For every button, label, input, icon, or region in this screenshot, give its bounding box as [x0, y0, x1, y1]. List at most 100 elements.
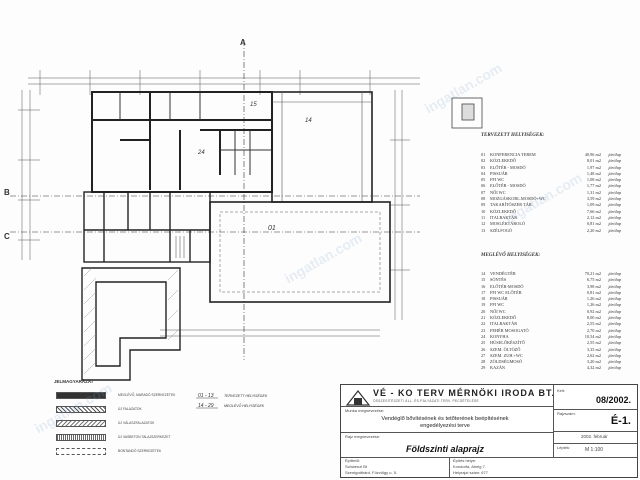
room-number: 23: [481, 327, 486, 333]
room-number: 05: [481, 177, 486, 183]
room-floor: járólap: [608, 352, 621, 358]
legend-label: ÚJ FALAZATOK: [118, 407, 142, 411]
room-area: 40,96 m2: [584, 152, 601, 157]
room-area: 1,09 m2: [586, 202, 601, 208]
room-number: 24: [481, 333, 486, 339]
room-name: FEHÉR MOSOGATÓ: [490, 327, 529, 333]
legend-title: JELMAGYARÁZAT: [54, 379, 94, 384]
room-name: SZEM. ÖLTÖZŐ: [490, 346, 521, 352]
room-area: 1,77 m2: [586, 183, 601, 189]
room-area: 2,12 m2: [586, 214, 601, 220]
legend-label: MEGLÉVŐ, MARADÓ SZERKEZETEK: [118, 393, 176, 397]
room-floor: járólap: [608, 296, 621, 302]
room-name: KONYHA: [490, 333, 509, 339]
room-name: HÚSELŐKÉSZÍTŐ: [490, 340, 525, 346]
room-area: 1,26 m2: [586, 296, 601, 302]
room-area: 0,81 m2: [586, 289, 601, 295]
room-name: SZÉLFOGÓ: [490, 227, 512, 233]
room-area: 8,01 m2: [586, 158, 601, 164]
room-floor: járólap: [608, 277, 621, 283]
planned-rooms-title: TERVEZETT HELYISÉGEK:: [481, 133, 545, 138]
room-floor: járólap: [608, 365, 621, 371]
client-label: Építtető:: [345, 458, 360, 463]
room-name: ITALRAKTÁR: [490, 214, 518, 220]
room-number: 06: [481, 183, 486, 189]
room-number: 17: [481, 289, 486, 295]
section-a-marker: A: [240, 38, 246, 47]
company-logo: [345, 390, 371, 406]
existing-range-text: MEGLÉVŐ HELYISÉGEK: [224, 404, 265, 408]
legend-swatch-partitions: [56, 420, 106, 427]
drawing-title: Földszinti alaprajz: [405, 444, 484, 454]
room-floor: járólap: [608, 202, 621, 208]
room-name: ZÖLDSÉGMOSÓ: [490, 359, 522, 365]
room-number: 13: [481, 227, 486, 233]
room-name: TAKARÍTÓSZER TÁR.: [490, 202, 533, 208]
drawing-label: Rajz megnevezése:: [345, 434, 381, 439]
existing-range: 14 - 29: [198, 403, 214, 409]
room-number: 27: [481, 352, 486, 358]
room-floor: járólap: [608, 333, 621, 339]
room-floor: járólap: [608, 321, 621, 327]
room-area: 1,97 m2: [586, 164, 601, 170]
room-name: PISSUÁR: [490, 170, 508, 176]
room-number: 03: [481, 164, 486, 170]
room-number: 12: [481, 221, 486, 227]
room-number: 10: [481, 208, 486, 214]
room-floor: járólap: [608, 189, 621, 195]
existing-rooms-title: MEGLÉVŐ HELYISÉGEK:: [481, 253, 541, 258]
room-area: 3,59 m2: [586, 196, 601, 202]
room-number: 08: [481, 196, 486, 202]
site-address: Kondorfa, Ahelg 7.: [453, 464, 486, 469]
section-b-marker: B: [4, 188, 10, 197]
room-name: SZEM. ZUH.+WC: [490, 352, 523, 358]
room-name: MOZGÁSKORL.MOSDÓ+WC: [490, 196, 546, 202]
sheet-label: Rajzszám:: [557, 411, 576, 416]
room-floor: járólap: [608, 283, 621, 289]
room-number: 16: [481, 283, 486, 289]
project-line-2: engedélyezési terve: [420, 423, 470, 429]
room-floor: járólap: [608, 302, 621, 308]
room-number: 14: [481, 271, 486, 276]
room-label-01: 01: [268, 225, 276, 232]
room-number: 26: [481, 346, 486, 352]
room-label-24: 24: [198, 150, 205, 156]
room-area: 6,75 m2: [586, 277, 601, 283]
scale-label: Lépték:: [557, 445, 571, 450]
room-number: 21: [481, 315, 486, 321]
room-floor: járólap: [608, 308, 621, 314]
room-area: 1,08 m2: [586, 177, 601, 183]
legend-swatch-new-walls: [56, 406, 106, 413]
date-label: Kelt:: [557, 388, 566, 393]
room-area: 8,00 m2: [586, 315, 601, 321]
room-name: FFI WC ELŐTÉR: [490, 289, 522, 295]
room-floor: járólap: [608, 158, 621, 164]
room-name: FFI WC: [490, 177, 505, 183]
title-block: VÉ - KO TERV MÉRNÖKI IRODA BT. ÖSSZESÍTÉ…: [340, 384, 638, 478]
section-c-marker: C: [4, 232, 10, 241]
company-name: VÉ - KO TERV MÉRNÖKI IRODA BT.: [373, 388, 556, 398]
issue-date: 2002. február: [581, 434, 608, 439]
room-name: MOSLÉKTÁROLÓ: [490, 221, 526, 227]
client-address: Szentgotthárd, Füzvölgy u. 5.: [345, 470, 398, 475]
company-subtitle: ÖSSZESÍTÉSZETI ÁLL. ÉS PÁLYÁZATI TERV. P…: [373, 399, 479, 403]
